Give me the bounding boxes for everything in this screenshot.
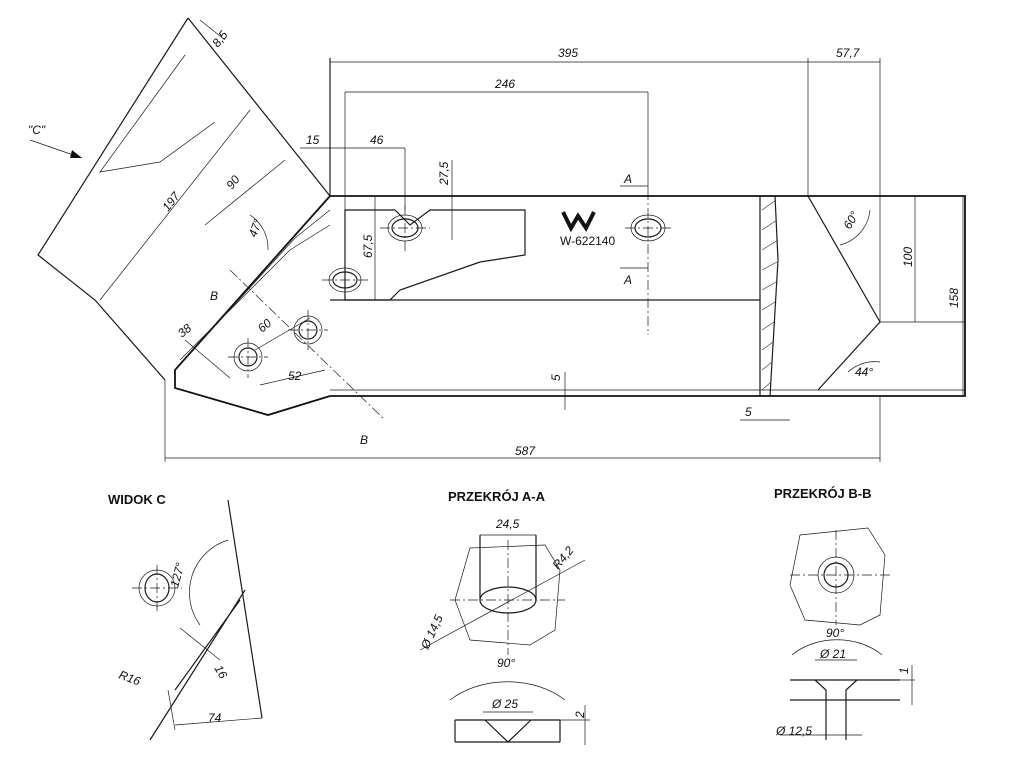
- dim-5-thickness: 5: [549, 374, 563, 381]
- dim-d14-5: Ø 14,5: [418, 612, 446, 652]
- section-bb-shape: [789, 527, 886, 626]
- angle-90-bb: 90°: [826, 626, 844, 640]
- section-a-top: A: [623, 172, 632, 186]
- dim-16: 16: [211, 663, 230, 682]
- dim-100: 100: [901, 247, 915, 267]
- dim-d21: Ø 21: [819, 647, 846, 661]
- dim-57-7: 57,7: [836, 46, 861, 60]
- dim-15: 15: [306, 133, 320, 147]
- dim-587: 587: [515, 444, 536, 458]
- section-aa-shape: [454, 544, 561, 646]
- angle-127: 127°: [167, 561, 187, 589]
- blade-outline: [37, 17, 189, 381]
- dim-38: 38: [175, 321, 194, 341]
- section-aa: PRZEKRÓJ A-A 24,5 R4,2 Ø 14,5 90° Ø 25 2: [418, 489, 590, 745]
- section-aa-title: PRZEKRÓJ A-A: [448, 489, 546, 504]
- dim-90: 90: [223, 172, 242, 191]
- dim-52: 52: [288, 369, 302, 383]
- hole-4: [228, 338, 268, 378]
- hole-1: [380, 205, 430, 252]
- logo-mark: W-622140: [560, 211, 615, 248]
- view-c-marker: "C": [28, 123, 46, 137]
- hole-3: [625, 190, 672, 335]
- section-b-top: B: [210, 289, 218, 303]
- section-a-bottom: A: [623, 273, 632, 287]
- dim-r4-2: R4,2: [550, 543, 577, 572]
- plate-outline: [174, 195, 966, 416]
- dim-60: 60: [255, 316, 274, 336]
- section-bb-title: PRZEKRÓJ B-B: [774, 486, 872, 501]
- logo-text: W-622140: [560, 234, 615, 248]
- angle-90-aa: 90°: [497, 656, 515, 670]
- dim-246: 246: [494, 77, 515, 91]
- section-b-bottom: B: [360, 433, 368, 447]
- hatched-cut: [759, 195, 779, 397]
- dim-158: 158: [947, 288, 961, 308]
- hole-2: [322, 260, 368, 300]
- dim-197: 197: [159, 188, 183, 213]
- section-bb: PRZEKRÓJ B-B 90° Ø 21 1 Ø 12,5: [774, 486, 915, 740]
- dim-24-5: 24,5: [495, 517, 520, 531]
- dim-27-5: 27,5: [437, 161, 451, 186]
- angle-44: 44°: [855, 365, 873, 379]
- dim-r16: R16: [117, 668, 143, 689]
- angle-47: 47°: [246, 217, 265, 239]
- dim-5-bottom: 5: [745, 405, 752, 419]
- dim-74: 74: [208, 711, 222, 725]
- main-view: W-622140 395 57,7 246 15: [28, 17, 966, 462]
- dim-2: 2: [573, 711, 587, 719]
- dim-67-5: 67,5: [361, 234, 375, 258]
- dim-46: 46: [370, 133, 384, 147]
- view-c: WIDOK C 127° 16 R16 74: [108, 492, 263, 741]
- hole-5: [288, 310, 328, 350]
- view-c-title: WIDOK C: [108, 492, 166, 507]
- dim-d12-5: Ø 12,5: [775, 724, 812, 738]
- dim-1: 1: [897, 667, 911, 674]
- dim-d25: Ø 25: [491, 697, 518, 711]
- dim-395: 395: [558, 46, 578, 60]
- dim-8-5: 8,5: [209, 28, 231, 50]
- angle-60: 60°: [840, 209, 861, 232]
